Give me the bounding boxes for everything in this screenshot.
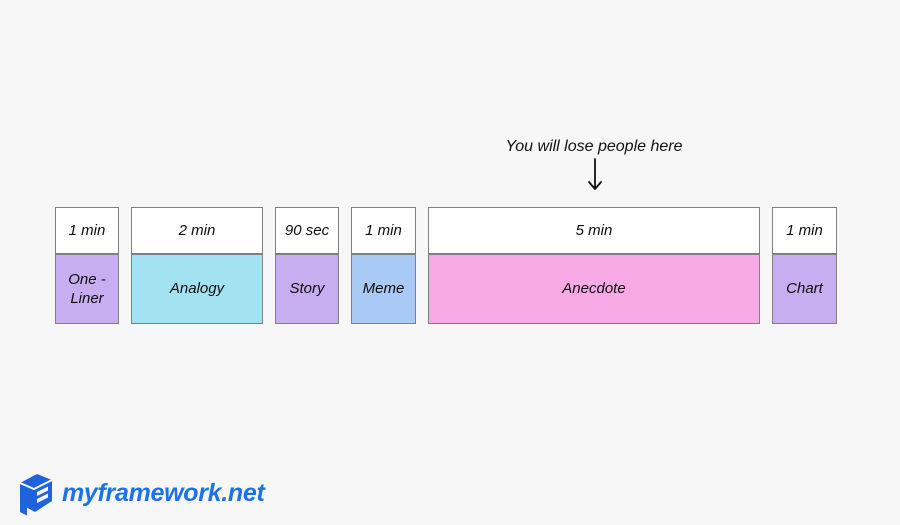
timeline-block-meme: 1 min Meme <box>351 207 416 324</box>
isometric-cube-logo-icon <box>19 474 53 516</box>
duration-label: 90 sec <box>275 207 339 254</box>
segment-label: Analogy <box>131 254 263 324</box>
segment-label: Story <box>275 254 339 324</box>
brand-footer: myframework.net <box>18 471 265 516</box>
duration-label: 5 min <box>428 207 760 254</box>
down-arrow-icon <box>588 158 602 190</box>
duration-label: 1 min <box>55 207 119 254</box>
segment-label: One - Liner <box>55 254 119 324</box>
duration-label: 2 min <box>131 207 263 254</box>
timeline-row: 1 min One - Liner 2 min Analogy 90 sec S… <box>55 207 837 324</box>
timeline-block-analogy: 2 min Analogy <box>131 207 263 324</box>
segment-label: Meme <box>351 254 416 324</box>
timeline-block-anecdote: 5 min Anecdote <box>428 207 760 324</box>
timeline-block-chart: 1 min Chart <box>772 207 837 324</box>
annotation-text: You will lose people here <box>505 138 683 155</box>
duration-label: 1 min <box>772 207 837 254</box>
brand-name: myframework.net <box>62 479 265 507</box>
segment-label: Chart <box>772 254 837 324</box>
timeline-block-one-liner: 1 min One - Liner <box>55 207 119 324</box>
timeline-block-story: 90 sec Story <box>275 207 339 324</box>
segment-label: Anecdote <box>428 254 760 324</box>
duration-label: 1 min <box>351 207 416 254</box>
